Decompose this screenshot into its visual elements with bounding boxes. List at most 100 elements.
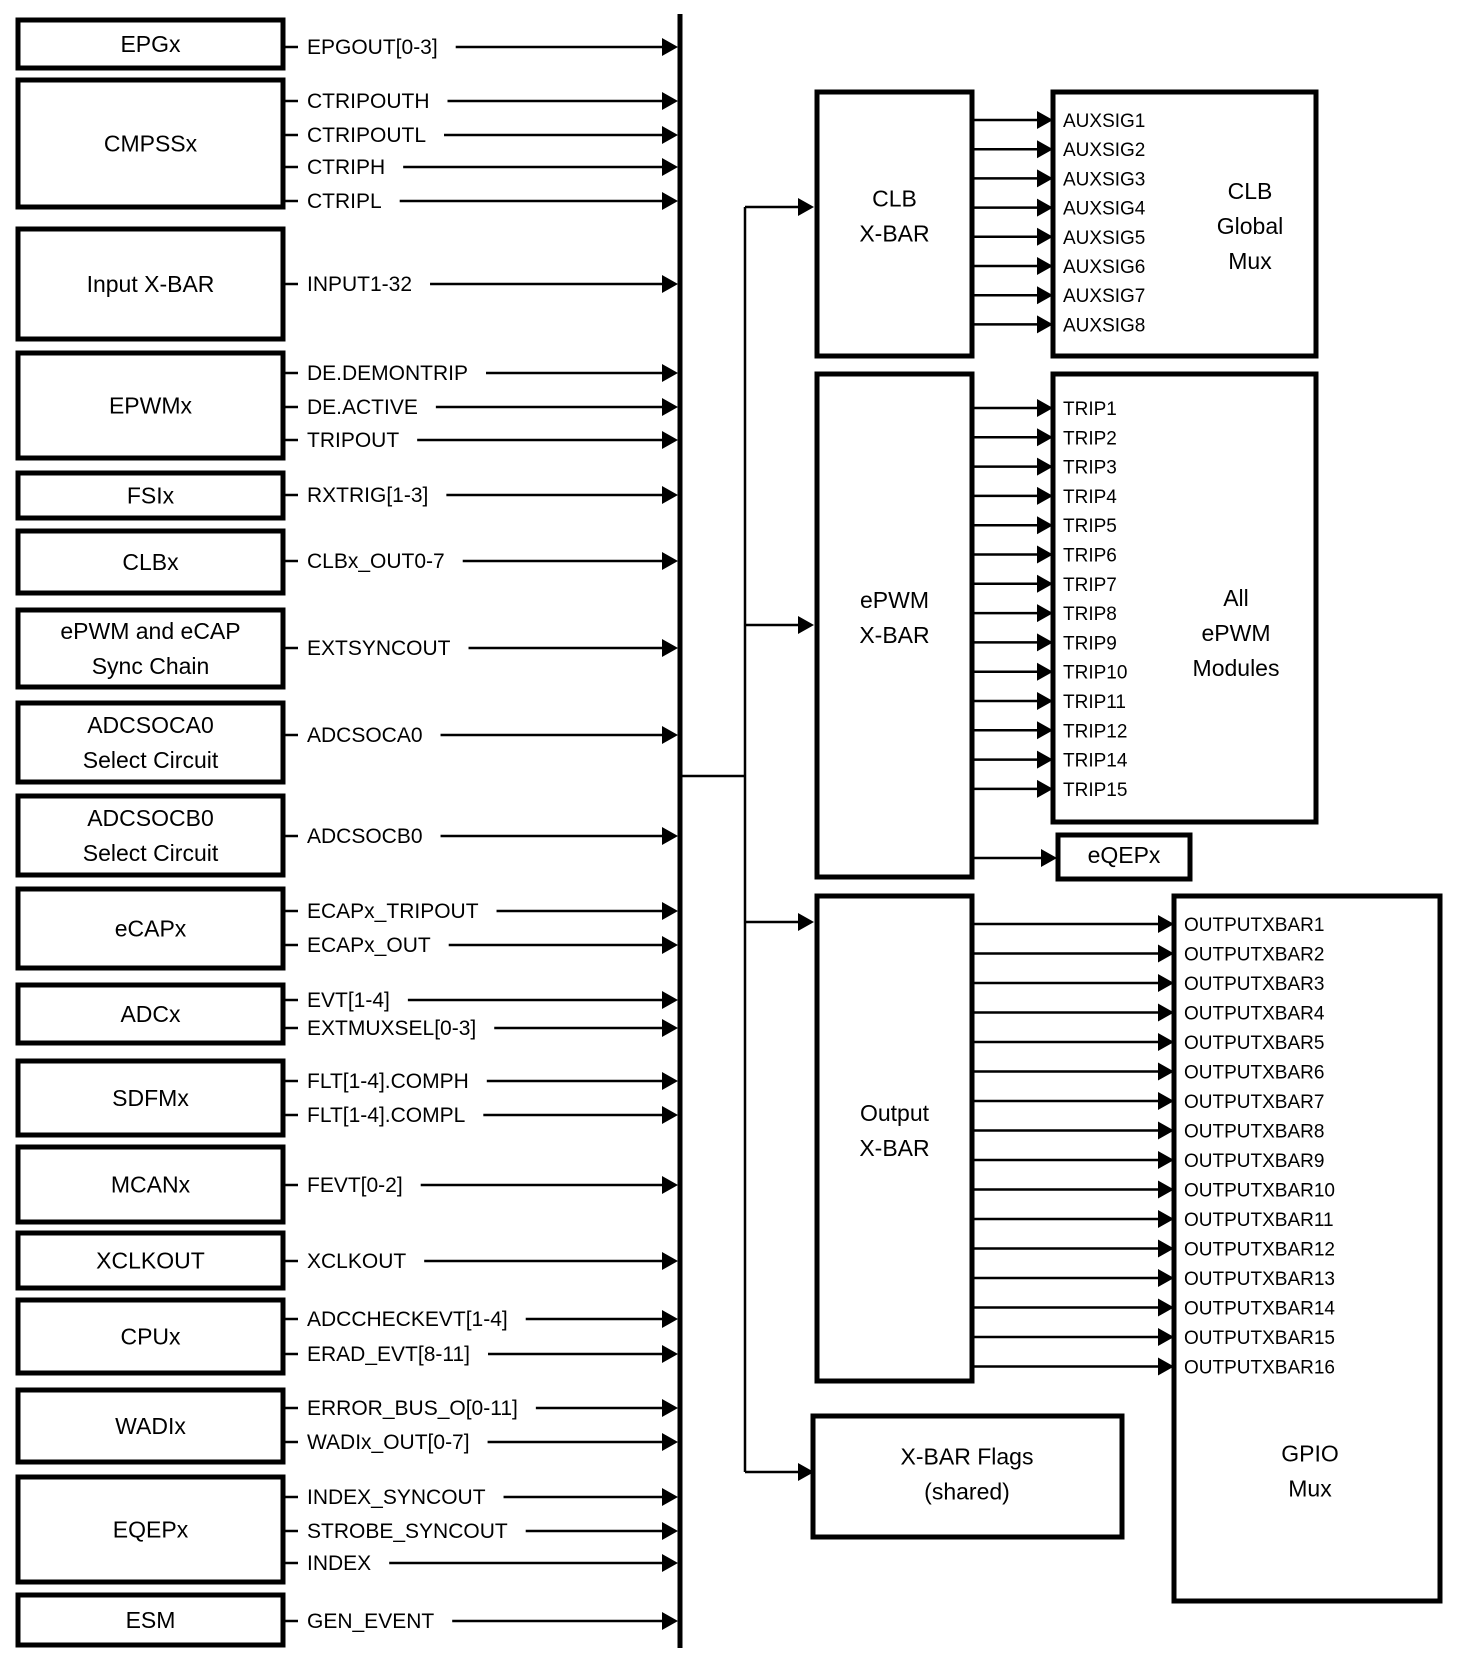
- arrowhead-icon: [662, 902, 678, 920]
- block-box: [15, 1058, 286, 1138]
- arrowhead-icon: [1158, 1003, 1174, 1022]
- arrowhead-icon: [662, 1176, 678, 1194]
- arrowhead-icon: [662, 1522, 678, 1540]
- port-label: OUTPUTXBAR14: [1184, 1299, 1335, 1320]
- block-box: [15, 528, 286, 596]
- arrowhead-icon: [1158, 1210, 1174, 1228]
- arrowhead-icon: [1158, 1151, 1174, 1169]
- signal-adcsoca0: ADCSOCA0: [285, 724, 678, 747]
- signal-label: ADCSOCB0: [307, 825, 423, 848]
- output-trip4: TRIP4: [974, 486, 1117, 508]
- block-box: [15, 1387, 286, 1465]
- port-label: OUTPUTXBAR3: [1184, 974, 1324, 995]
- output-outputxbar4: OUTPUTXBAR4: [974, 1003, 1325, 1025]
- xbar-flags-block[interactable]: X-BAR Flags(shared): [810, 1413, 1125, 1540]
- signal-label: CTRIPOUTL: [307, 124, 426, 147]
- port-label: TRIP6: [1063, 546, 1117, 567]
- output-trip12: TRIP12: [974, 721, 1127, 742]
- signal-ecapx-tripout: ECAPx_TRIPOUT: [285, 900, 678, 923]
- signal-ctriph: CTRIPH: [285, 156, 678, 179]
- port-label: TRIP2: [1063, 428, 1117, 449]
- arrowhead-icon: [662, 1612, 678, 1630]
- port-label: OUTPUTXBAR15: [1184, 1328, 1335, 1349]
- arrowhead-icon: [662, 431, 678, 449]
- block-box: [15, 1297, 286, 1376]
- port-label: AUXSIG1: [1063, 111, 1145, 132]
- signal-label: STROBE_SYNCOUT: [307, 1520, 508, 1543]
- signal-extmuxsel-0-3: EXTMUXSEL[0-3]: [285, 1017, 678, 1040]
- arrowhead-icon: [798, 1463, 814, 1481]
- arrowhead-icon: [1158, 944, 1174, 963]
- arrowhead-icon: [662, 92, 678, 110]
- port-label: AUXSIG7: [1063, 286, 1145, 307]
- signal-adcsocb0: ADCSOCB0: [285, 825, 678, 848]
- block-label: XCLKOUT: [96, 1248, 205, 1274]
- block-box: [15, 1592, 286, 1648]
- signal-clbx-out0-7: CLBx_OUT0-7: [285, 550, 678, 573]
- signal-index-syncout: INDEX_SYNCOUT: [285, 1486, 678, 1509]
- signal-index: INDEX: [285, 1552, 678, 1575]
- arrowhead-icon: [1158, 1239, 1174, 1258]
- arrowhead-icon: [662, 1310, 678, 1328]
- block-label: ADCx: [120, 1001, 181, 1027]
- arrowhead-icon: [662, 726, 678, 744]
- eqepx-block[interactable]: eQEPx: [974, 832, 1193, 882]
- block-box: [814, 89, 975, 359]
- block-box: [15, 607, 286, 690]
- arrowhead-icon: [1158, 1121, 1174, 1140]
- port-label: OUTPUTXBAR10: [1184, 1181, 1335, 1202]
- signal-label: CTRIPOUTH: [307, 90, 430, 113]
- block-label: ESM: [126, 1607, 176, 1633]
- block-box: [814, 371, 975, 880]
- block-label: EPGx: [120, 31, 181, 57]
- output-trip2: TRIP2: [974, 428, 1117, 449]
- block-box: [15, 226, 286, 342]
- output-auxsig8: AUXSIG8: [974, 315, 1145, 336]
- signal-label: DE.ACTIVE: [307, 396, 418, 419]
- arrowhead-icon: [1158, 1180, 1174, 1199]
- port-label: OUTPUTXBAR2: [1184, 945, 1324, 966]
- port-label: AUXSIG2: [1063, 140, 1145, 161]
- block-label: WADIx: [115, 1413, 186, 1439]
- signal-label: FLT[1-4].COMPH: [307, 1070, 469, 1093]
- block-box: [814, 893, 975, 1384]
- port-label: OUTPUTXBAR6: [1184, 1063, 1324, 1084]
- signal-label: INDEX: [307, 1552, 371, 1575]
- signal-de-active: DE.ACTIVE: [285, 396, 678, 419]
- signal-label: ADCCHECKEVT[1-4]: [307, 1308, 508, 1331]
- signal-label: WADIx_OUT[0-7]: [307, 1431, 470, 1454]
- port-label: TRIP14: [1063, 751, 1128, 772]
- output-auxsig3: AUXSIG3: [974, 169, 1145, 190]
- arrowhead-icon: [1158, 1357, 1174, 1376]
- signal-ctripl: CTRIPL: [285, 190, 678, 213]
- arrowhead-icon: [1037, 692, 1053, 710]
